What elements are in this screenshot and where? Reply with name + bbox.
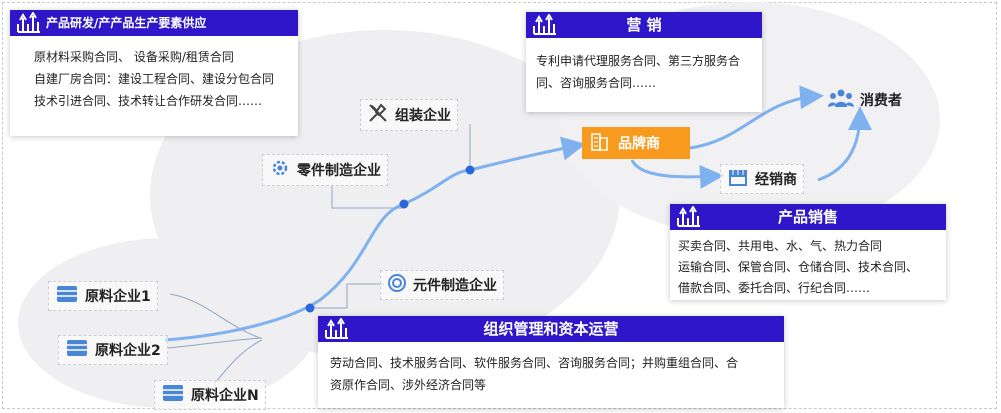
card-line: 技术引进合同、技术转让合作研发合同…… [34,94,263,108]
target-icon [387,273,407,297]
node-label: 原料企业2 [95,343,161,359]
card-line: 买卖合同、共用电、水、气、热力合同 [678,239,883,253]
factory-icon [676,205,704,232]
node-label: 经销商 [755,172,797,188]
server-icon [161,383,185,407]
node-label: 原料企业N [191,388,259,404]
flow-dot-2 [399,199,409,209]
card-line: 劳动合同、技术服务合同、软件服务合同、咨询服务合同；并购重组合同、合 [330,356,739,370]
card-title: 产品销售 [777,208,838,226]
card-line: 借款合同、委托合同、行纪合同…… [678,281,871,295]
card-body: 劳动合同、技术服务合同、软件服务合同、咨询服务合同；并购重组合同、合 资原作合同… [330,352,774,396]
gear-icon [269,157,291,183]
server-icon [55,284,79,308]
server-icon [65,338,89,362]
node-label: 零件制造企业 [297,163,381,179]
node-label: 组装企业 [395,108,451,124]
arrow-brand-consumer [689,85,824,150]
card-body: 原材料采购合同、 设备采购/租赁合同 自建厂房合同：建设工程合同、建设分包合同 … [34,46,288,112]
card-header: 营 销 [526,12,762,38]
diagram-frame [2,2,997,409]
node-brand: 品牌商 [582,127,690,159]
node-material-1: 原料企业1 [48,281,158,311]
card-title: 产品研发/产产品生产要素供应 [46,16,207,30]
node-component: 元件制造企业 [380,270,504,300]
node-assembly: 组装企业 [360,99,458,131]
card-header: 组织管理和资本运营 [318,316,784,342]
arrow-dealer-consumer [817,106,872,182]
card-line: 运输合同、保管合同、仓储合同、技术合同、 [678,260,919,274]
arrow-brand-dealer [630,159,724,189]
card-line: 资原作合同、涉外经济合同等 [330,378,487,392]
card-header: 产品销售 [670,204,946,230]
card-marketing: 营 销 专利申请代理服务合同、第三方服务合 同、咨询服务合同…… [526,12,762,112]
card-title: 组织管理和资本运营 [483,320,619,338]
connector-parts [331,186,405,209]
card-org-management: 组织管理和资本运营 劳动合同、技术服务合同、软件服务合同、咨询服务合同；并购重组… [318,316,784,408]
card-body: 买卖合同、共用电、水、气、热力合同 运输合同、保管合同、仓储合同、技术合同、 借… [678,236,936,299]
node-label: 原料企业1 [85,289,151,305]
node-material-2: 原料企业2 [58,335,168,365]
card-line: 同、咨询服务合同…… [536,76,657,90]
factory-icon [324,317,352,344]
node-label: 元件制造企业 [413,278,497,294]
card-body: 专利申请代理服务合同、第三方服务合 同、咨询服务合同…… [536,50,752,94]
users-icon [828,88,854,112]
card-line: 自建厂房合同：建设工程合同、建设分包合同 [34,72,275,86]
connector-component [310,283,384,309]
node-dealer: 经销商 [720,164,804,194]
node-parts: 零件制造企业 [262,154,388,186]
factory-icon [532,13,560,40]
connector-materialN [214,339,263,384]
card-line: 原材料采购合同、 设备采购/租赁合同 [34,50,234,64]
factory-icon [16,11,44,38]
tools-icon [367,102,389,128]
card-header: 产品研发/产产品生产要素供应 [10,10,298,36]
flow-dot-3 [465,165,475,175]
node-label: 品牌商 [618,136,660,152]
card-product-sales: 产品销售 买卖合同、共用电、水、气、热力合同 运输合同、保管合同、仓储合同、技术… [670,204,946,300]
flow-dot-1 [305,303,315,313]
store-icon [727,167,749,191]
main-flow-curve [164,136,586,342]
node-material-n: 原料企业N [154,380,266,410]
card-rnd-supply: 产品研发/产产品生产要素供应 原材料采购合同、 设备采购/租赁合同 自建厂房合同… [10,10,298,136]
card-line: 专利申请代理服务合同、第三方服务合 [536,54,741,68]
connector-material2 [167,337,263,349]
node-label: 消费者 [860,93,902,109]
connector-material1 [169,293,261,339]
building-icon [590,130,610,156]
card-title: 营 销 [626,16,662,34]
node-consumer: 消费者 [822,86,908,114]
